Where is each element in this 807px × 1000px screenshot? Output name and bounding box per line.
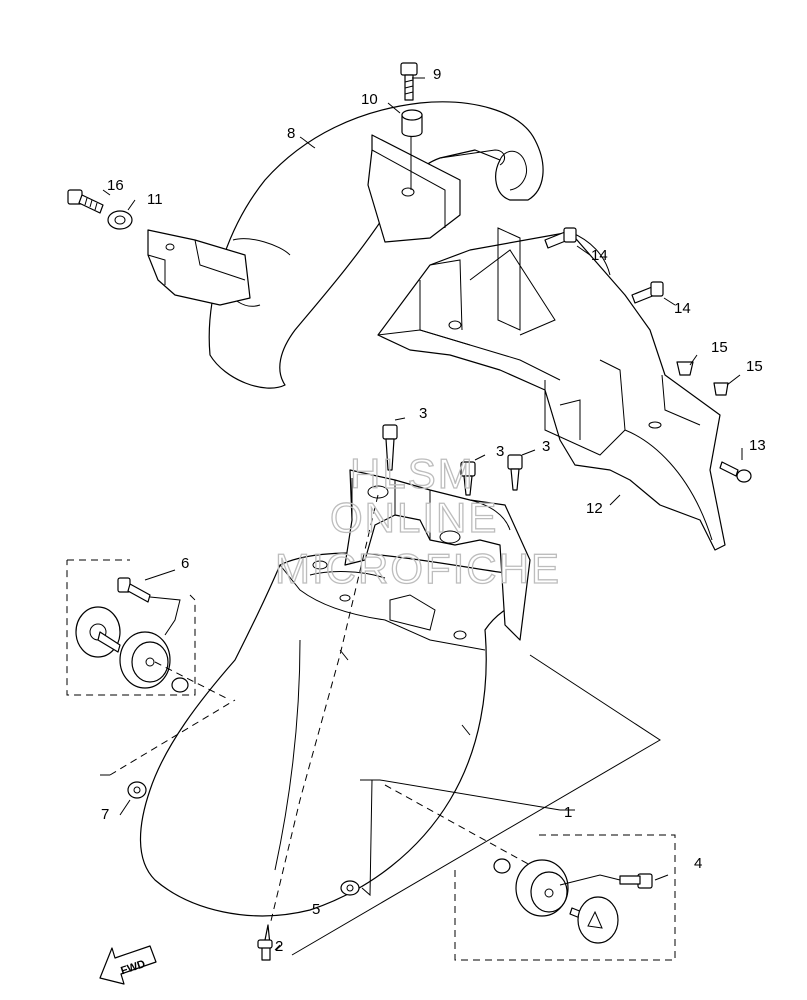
grommet-part-15b[interactable] bbox=[713, 382, 729, 396]
callout-15a: 15 bbox=[711, 339, 728, 356]
assembly-box-4 bbox=[454, 834, 676, 961]
bolt-part-9[interactable] bbox=[400, 62, 418, 101]
bolt-part-3b[interactable] bbox=[460, 461, 476, 496]
damper-part-11[interactable] bbox=[107, 210, 133, 230]
rivet-part-13[interactable] bbox=[719, 461, 752, 483]
callout-3b: 3 bbox=[496, 443, 504, 460]
reflector-assembly-6[interactable] bbox=[75, 577, 189, 693]
nut-part-7[interactable] bbox=[127, 781, 147, 799]
fastener-guide-7 bbox=[109, 699, 236, 776]
callout-14a: 14 bbox=[591, 247, 608, 264]
bolt-part-14a[interactable] bbox=[544, 227, 577, 249]
callout-3a: 3 bbox=[419, 405, 427, 422]
callout-14b: 14 bbox=[674, 300, 691, 317]
watermark-line-3: MICROFICHE bbox=[275, 545, 561, 592]
callout-5: 5 bbox=[312, 901, 320, 918]
callout-3c: 3 bbox=[542, 438, 550, 455]
leader-lines bbox=[100, 77, 743, 956]
fastener-guide-6 bbox=[154, 661, 231, 701]
bolt-part-16[interactable] bbox=[67, 189, 104, 214]
screw-part-2[interactable] bbox=[257, 924, 273, 961]
callout-10: 10 bbox=[361, 91, 378, 108]
grommet-part-15a[interactable] bbox=[676, 361, 694, 376]
nut-part-5[interactable] bbox=[340, 880, 360, 896]
watermark-line-1: HLSM bbox=[350, 450, 475, 497]
callout-6: 6 bbox=[181, 555, 189, 572]
flap-part-12[interactable] bbox=[377, 227, 726, 551]
bolt-part-14b[interactable] bbox=[631, 281, 664, 304]
watermark-line-2: ONLINE bbox=[330, 494, 498, 541]
callout-9: 9 bbox=[433, 66, 441, 83]
fastener-guide-4 bbox=[384, 784, 531, 866]
callout-7: 7 bbox=[101, 806, 109, 823]
callout-15b: 15 bbox=[746, 358, 763, 375]
callout-4: 4 bbox=[694, 855, 702, 872]
front-fender-bracket bbox=[344, 469, 531, 641]
fender-bracket bbox=[367, 134, 461, 243]
assembly-box-6 bbox=[66, 559, 196, 696]
callout-1: 1 bbox=[564, 804, 572, 821]
callout-13: 13 bbox=[749, 437, 766, 454]
rear-fender-part-8[interactable] bbox=[208, 101, 544, 389]
forward-direction-arrow: FWD bbox=[99, 945, 157, 985]
callout-11: 11 bbox=[147, 191, 163, 208]
callout-12: 12 bbox=[586, 500, 603, 517]
callout-8: 8 bbox=[287, 125, 295, 142]
bolt-part-3a[interactable] bbox=[382, 424, 398, 471]
callout-16: 16 bbox=[107, 177, 124, 194]
reflector-assembly-4[interactable] bbox=[493, 858, 653, 944]
callout-2: 2 bbox=[275, 938, 283, 955]
damper-holder bbox=[147, 229, 251, 306]
front-fender-part-1[interactable] bbox=[139, 552, 526, 917]
collar-part-10[interactable] bbox=[401, 109, 423, 138]
bolt-part-3c[interactable] bbox=[507, 454, 523, 491]
leader-5 bbox=[361, 779, 373, 897]
